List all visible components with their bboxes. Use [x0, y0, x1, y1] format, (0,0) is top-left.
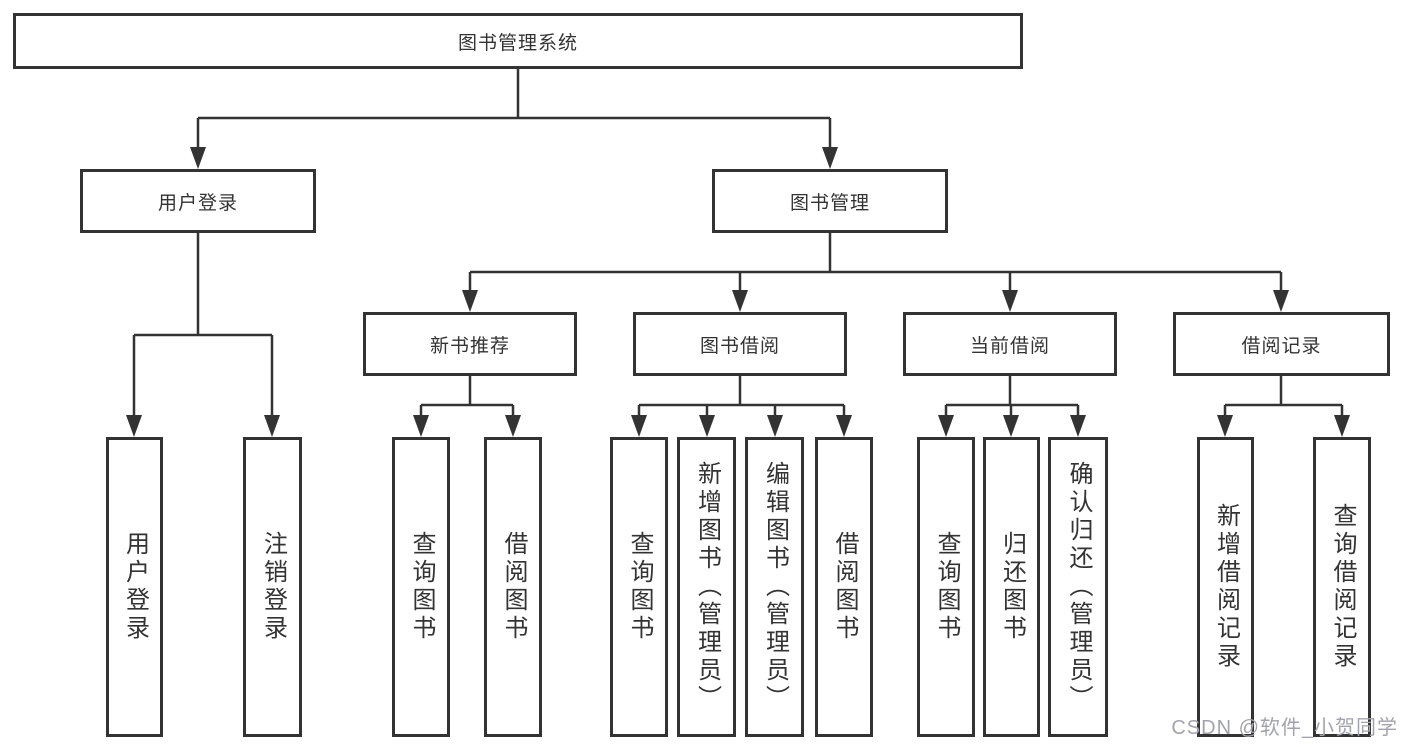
node-label: 新增借阅记录 — [1212, 503, 1240, 671]
node-add-borrow-record: 新增借阅记录 — [1197, 437, 1254, 737]
node-label: 查询图书 — [933, 531, 960, 643]
node-book-borrow: 图书借阅 — [633, 312, 847, 376]
csdn-watermark: CSDN @软件_小贺同学 — [1171, 717, 1398, 739]
node-book-management: 图书管理 — [712, 169, 948, 233]
node-label: 查询图书 — [408, 531, 435, 643]
node-label: 借阅图书 — [500, 531, 527, 643]
node-query-borrow-record: 查询借阅记录 — [1313, 437, 1371, 737]
node-query-books-recommend: 查询图书 — [392, 437, 450, 737]
node-user-login-leaf: 用户登录 — [106, 437, 163, 737]
node-library-management-system: 图书管理系统 — [13, 13, 1023, 69]
node-label: 用户登录 — [121, 531, 149, 643]
node-label: 确认归还（管理员） — [1065, 461, 1092, 713]
node-borrow-books-recommend: 借阅图书 — [484, 437, 542, 737]
node-label: 编辑图书（管理员） — [761, 461, 789, 713]
node-confirm-return-admin: 确认归还（管理员） — [1048, 437, 1108, 737]
node-new-book-recommend: 新书推荐 — [363, 312, 577, 376]
node-borrow-records: 借阅记录 — [1173, 312, 1390, 376]
node-current-borrow: 当前借阅 — [903, 312, 1117, 376]
node-label: 查询借阅记录 — [1329, 503, 1356, 671]
node-query-books-current: 查询图书 — [917, 437, 975, 737]
node-edit-book-admin: 编辑图书（管理员） — [745, 437, 804, 737]
node-label: 查询图书 — [626, 531, 653, 643]
node-user-login: 用户登录 — [80, 169, 316, 233]
node-return-book: 归还图书 — [983, 437, 1040, 737]
node-label: 新增图书（管理员） — [693, 461, 721, 713]
node-add-book-admin: 新增图书（管理员） — [677, 437, 736, 737]
node-logout-leaf: 注销登录 — [243, 437, 302, 737]
node-label: 借阅图书 — [831, 531, 858, 643]
node-borrow-books-leaf: 借阅图书 — [815, 437, 873, 737]
node-label: 归还图书 — [998, 531, 1026, 643]
node-query-books-borrow: 查询图书 — [610, 437, 668, 737]
node-label: 注销登录 — [259, 531, 287, 643]
arrowheads — [126, 147, 1350, 437]
